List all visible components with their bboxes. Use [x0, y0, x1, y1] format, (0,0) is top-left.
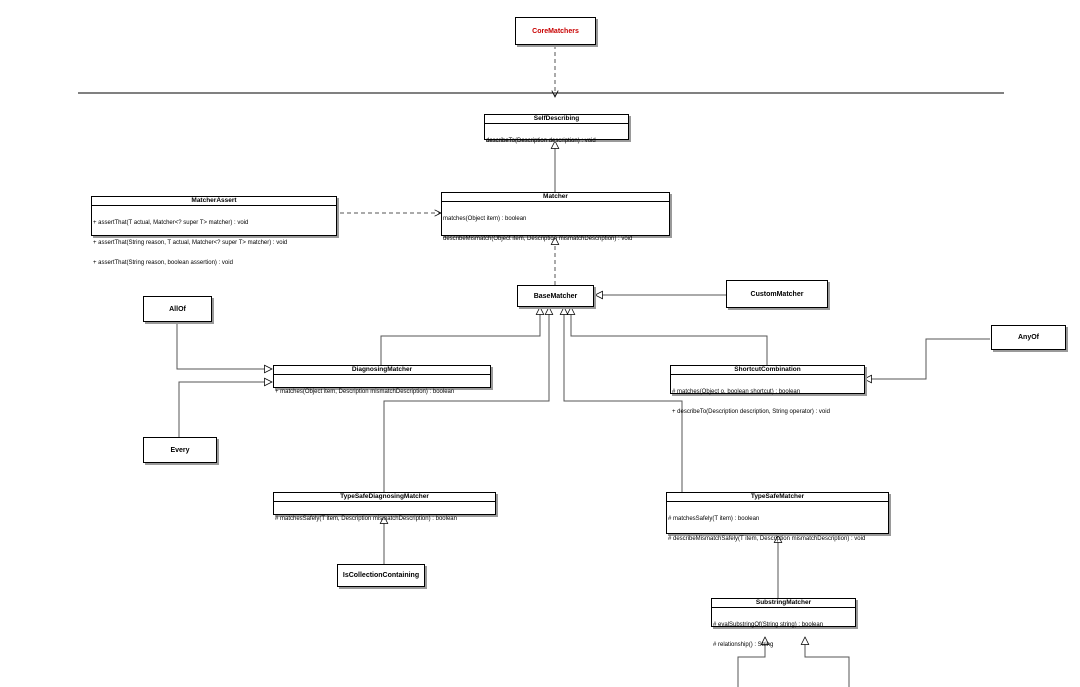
class-member: # evalSubstringOf(String string) : boole… — [713, 621, 824, 628]
inheritance-every-diagnosing — [178, 382, 272, 437]
class-member: describeTo(Description description) : vo… — [486, 137, 596, 144]
inheritance-anyof-shortcut — [864, 338, 990, 379]
class-name: AllOf — [169, 305, 186, 313]
class-typesafediagnosingmatcher[interactable]: TypeSafeDiagnosingMatcher # matchesSafel… — [273, 492, 496, 522]
class-custommatcher[interactable]: CustomMatcher — [726, 280, 828, 308]
inheritance-diagnosing-basematcher — [380, 307, 540, 365]
class-corematchers[interactable]: CoreMatchers — [515, 17, 596, 45]
class-name: IsCollectionContaining — [342, 572, 420, 579]
class-member: describeMismatch(Object item, Descriptio… — [443, 235, 633, 242]
class-name: BaseMatcher — [533, 292, 578, 300]
class-iscollectioncontaining[interactable]: IsCollectionContaining — [337, 564, 425, 587]
class-name: SelfDescribing — [485, 115, 628, 124]
inheritance-subclass-left-substring — [737, 637, 765, 687]
class-member: + describeTo(Description description, St… — [672, 408, 830, 415]
class-name: TypeSafeMatcher — [667, 493, 888, 502]
class-diagnosingmatcher[interactable]: DiagnosingMatcher + matches(Object item,… — [273, 365, 491, 395]
class-name: Matcher — [442, 193, 669, 202]
class-name: CoreMatchers — [532, 27, 579, 35]
class-name: ShortcutCombination — [671, 366, 864, 375]
class-name: MatcherAssert — [92, 197, 336, 206]
class-matcherassert[interactable]: MatcherAssert + assertThat(T actual, Mat… — [91, 196, 337, 266]
class-anyof[interactable]: AnyOf — [991, 325, 1066, 350]
class-matcher[interactable]: Matcher matches(Object item) : boolean d… — [441, 192, 670, 242]
inheritance-typesafematcher-basematcher — [564, 307, 683, 492]
class-name: TypeSafeDiagnosingMatcher — [274, 493, 495, 502]
class-selfdescribing[interactable]: SelfDescribing describeTo(Description de… — [484, 114, 629, 144]
class-member: + assertThat(T actual, Matcher<? super T… — [93, 219, 249, 226]
class-member: + assertThat(String reason, T actual, Ma… — [93, 239, 288, 246]
class-shortcutcombination[interactable]: ShortcutCombination # matches(Object o, … — [670, 365, 865, 415]
class-typesafematcher[interactable]: TypeSafeMatcher # matchesSafely(T item) … — [666, 492, 889, 542]
class-name: AnyOf — [1018, 334, 1039, 341]
class-member: # matches(Object o, boolean shortcut) : … — [672, 388, 801, 395]
class-member: # matchesSafely(T item) : boolean — [668, 515, 760, 522]
class-name: CustomMatcher — [750, 290, 804, 298]
inheritance-allof-diagnosing — [176, 322, 272, 369]
inheritance-typesafediagnosing-basematcher — [383, 307, 549, 492]
class-basematcher[interactable]: BaseMatcher — [517, 285, 594, 307]
class-member: # describeMismatchSafely(T item, Descrip… — [668, 535, 866, 542]
inheritance-shortcut-basematcher — [571, 307, 768, 365]
class-member: matches(Object item) : boolean — [443, 215, 527, 222]
class-substringmatcher[interactable]: SubstringMatcher # evalSubstringOf(Strin… — [711, 598, 856, 648]
class-name: SubstringMatcher — [712, 599, 855, 608]
class-member: + matches(Object item, Description misma… — [275, 388, 455, 395]
class-allof[interactable]: AllOf — [143, 296, 212, 322]
class-name: Every — [170, 446, 190, 454]
class-name: DiagnosingMatcher — [274, 366, 490, 375]
class-member: # relationship() : String — [713, 641, 774, 648]
class-member: # matchesSafely(T item, Description mism… — [275, 515, 457, 522]
class-every[interactable]: Every — [143, 437, 217, 463]
inheritance-subclass-right-substring — [805, 637, 850, 687]
class-member: + assertThat(String reason, boolean asse… — [93, 260, 233, 267]
